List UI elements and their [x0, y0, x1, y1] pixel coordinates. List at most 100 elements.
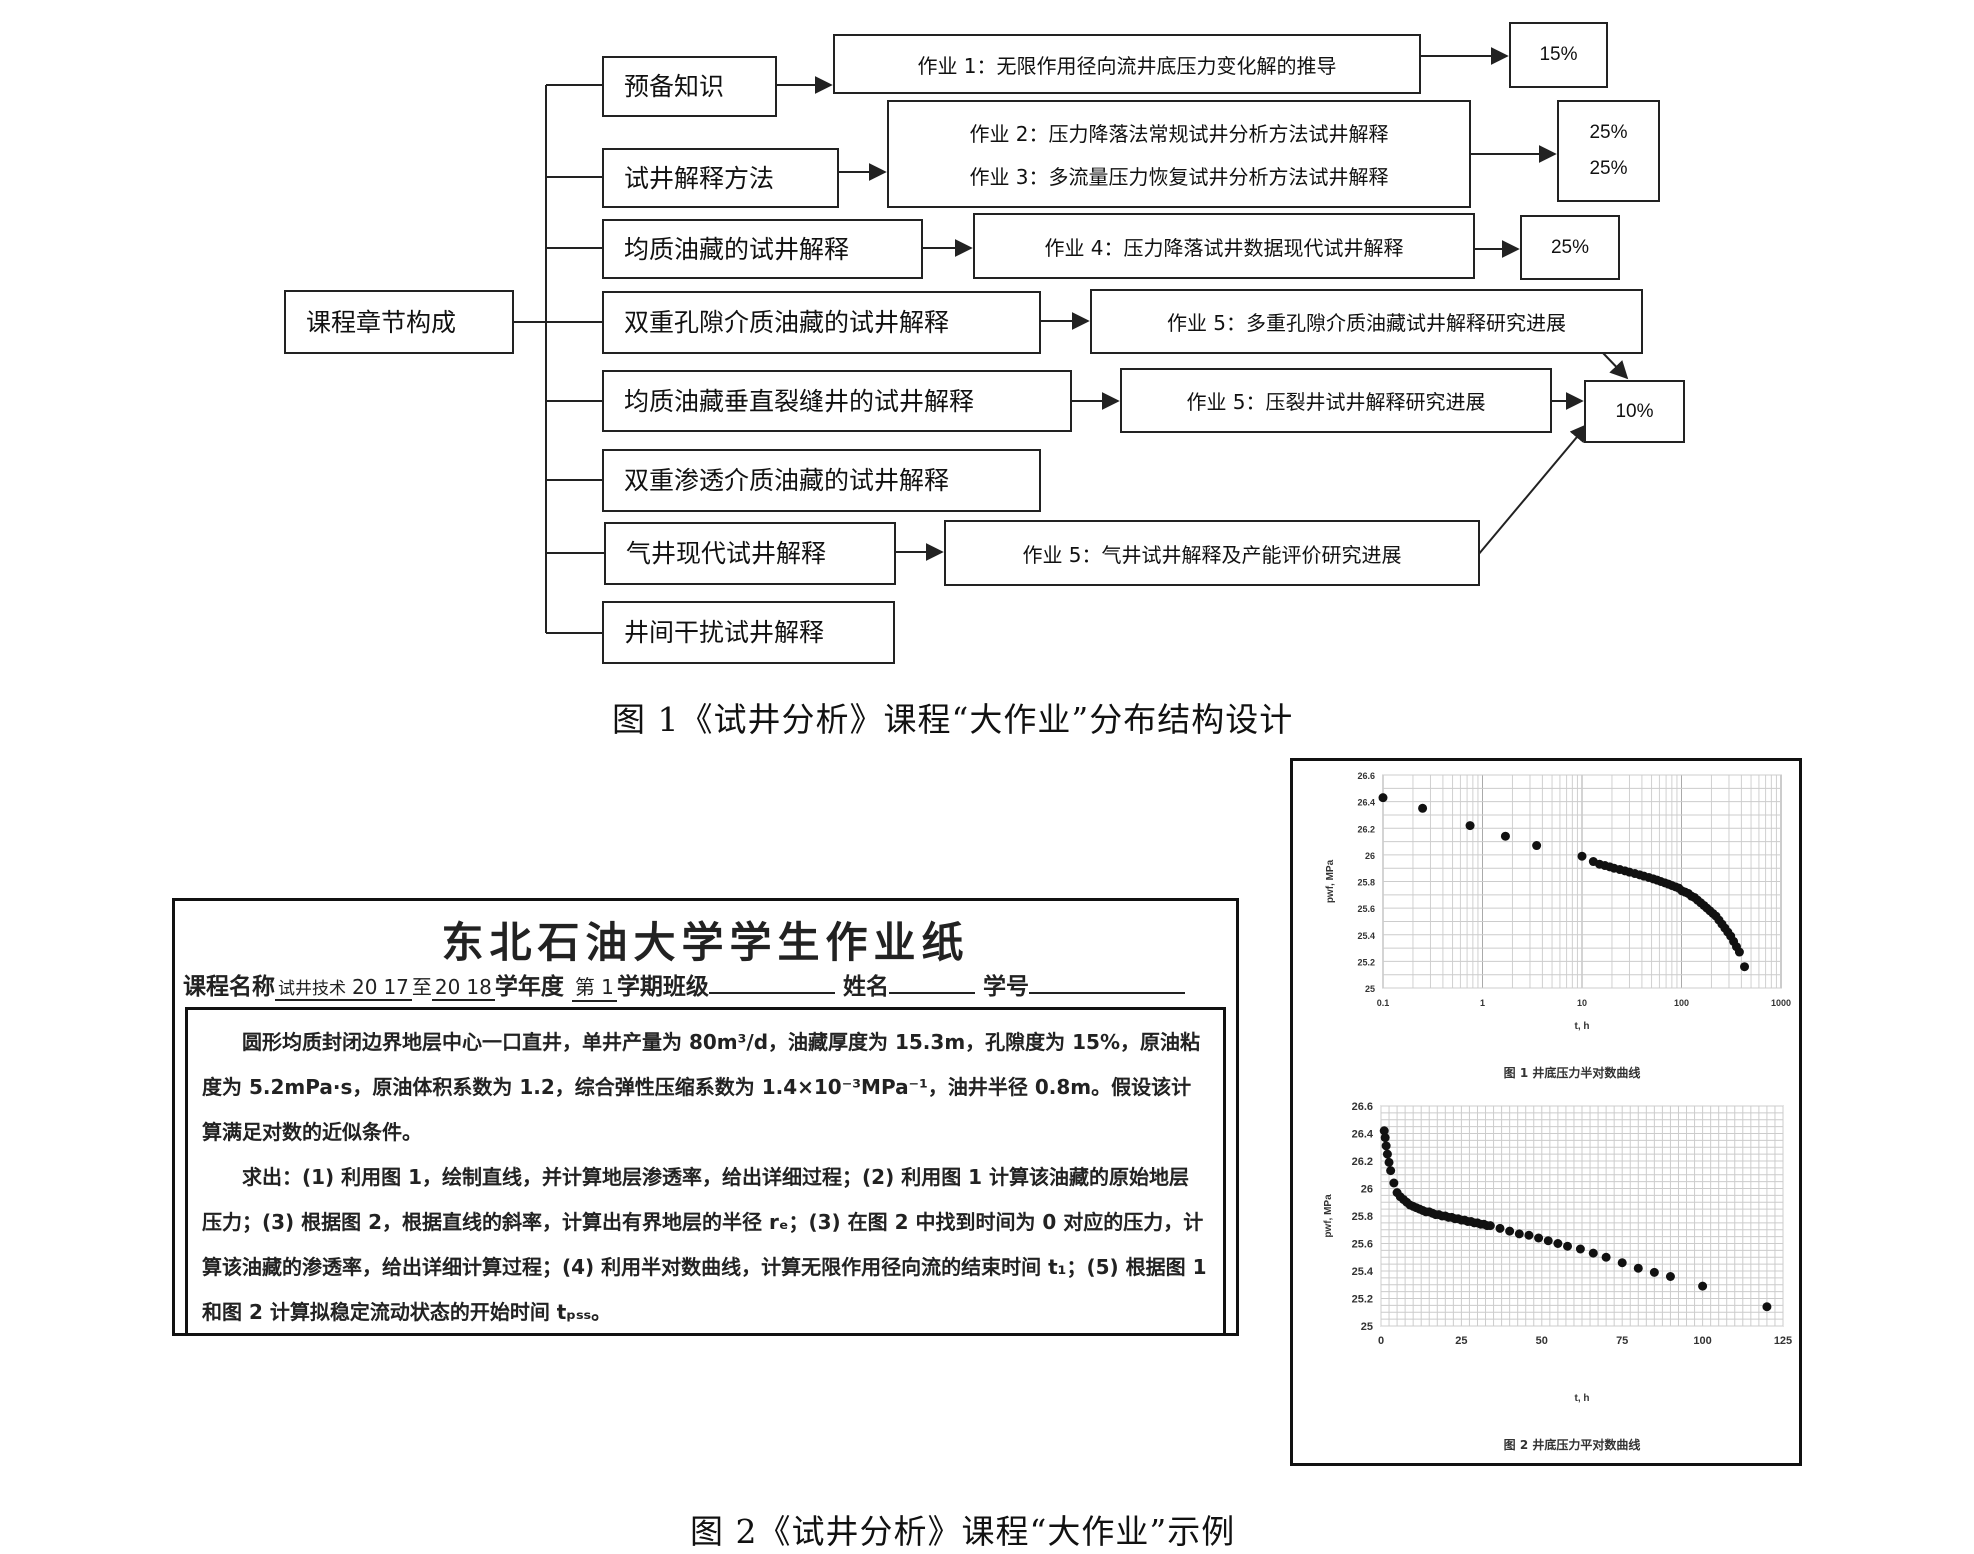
chart-title: 图 1 井底压力半对数曲线	[1504, 1065, 1641, 1080]
data-point	[1382, 1149, 1392, 1159]
chapter-box-4: 双重孔隙介质油藏的试井解释	[602, 291, 1041, 354]
chapter-box-7: 气井现代试井解释	[604, 522, 896, 585]
x-tick-label: 75	[1616, 1335, 1628, 1347]
data-point	[1534, 1233, 1544, 1243]
term-value: 第 1	[571, 971, 617, 1002]
y-tick-label: 25.8	[1352, 1211, 1373, 1223]
y-tick-label: 25.4	[1357, 931, 1375, 941]
chapter-box-6: 双重渗透介质油藏的试井解释	[602, 449, 1041, 512]
data-point	[1577, 851, 1587, 861]
chapter-label: 井间干扰试井解释	[624, 618, 825, 647]
assignment-box-2-3: 作业 2：压力降落法常规试井分析方法试井解释 作业 3：多流量压力恢复试井分析方…	[887, 100, 1471, 208]
data-point	[1495, 1223, 1505, 1233]
data-point	[1380, 1133, 1390, 1143]
chapter-box-8: 井间干扰试井解释	[602, 601, 895, 664]
data-point	[1418, 803, 1428, 813]
data-point	[1532, 841, 1542, 851]
x-tick-label: 1	[1480, 998, 1485, 1008]
weight-box-15: 15%	[1509, 22, 1608, 88]
data-point	[1649, 1267, 1659, 1277]
data-point	[1514, 1229, 1524, 1239]
data-point	[1505, 1226, 1515, 1236]
assignment-label: 作业 5：多重孔隙介质油藏试井解释研究进展	[1166, 311, 1567, 335]
data-point	[1665, 1272, 1675, 1281]
chart-title: 图 2 井底压力平对数曲线	[1504, 1437, 1641, 1452]
term-class-label: 学期班级	[616, 974, 709, 1000]
data-point	[1617, 1258, 1627, 1268]
y-tick-label: 26.4	[1357, 798, 1375, 808]
y-tick-label: 25	[1361, 1321, 1373, 1333]
course-name: 试井技术	[275, 974, 349, 1001]
y-axis-label: pwf, MPa	[1325, 859, 1336, 903]
y-tick-label: 26.6	[1357, 771, 1375, 781]
y-tick-label: 25.6	[1352, 1239, 1373, 1251]
root-box: 课程章节构成	[284, 290, 514, 354]
name-blank	[888, 992, 975, 994]
assignment-label: 作业 5：气井试井解释及产能评价研究进展	[1022, 542, 1402, 567]
chapter-label: 双重渗透介质油藏的试井解释	[624, 466, 950, 495]
root-label: 课程章节构成	[306, 307, 457, 337]
x-axis-label: t, h	[1575, 1021, 1590, 1032]
assignment-label: 作业 5：压裂井试井解释研究进展	[1186, 390, 1486, 414]
assignment-box-5c: 作业 5：气井试井解释及产能评价研究进展	[944, 520, 1480, 586]
question-paragraph-2: 求出：(1) 利用图 1，绘制直线，并计算地层渗透率，给出详细过程；(2) 利用…	[202, 1165, 1207, 1324]
data-point	[1698, 1281, 1708, 1291]
y-tick-label: 25.6	[1357, 904, 1375, 914]
assignment-box-5b: 作业 5：压裂井试井解释研究进展	[1120, 368, 1552, 433]
year-prefix-2: 20	[431, 975, 464, 1001]
y-tick-label: 26.2	[1357, 824, 1375, 834]
y-tick-label: 25.8	[1357, 878, 1375, 888]
weight-label: 25%	[1589, 158, 1628, 179]
assignment-label: 作业 1：无限作用径向流井底压力变化解的推导	[917, 53, 1337, 78]
data-point	[1500, 831, 1510, 841]
y-axis-label: pwf, MPa	[1323, 1194, 1334, 1238]
y-tick-label: 26	[1361, 1184, 1373, 1196]
y-tick-label: 25	[1365, 984, 1375, 994]
x-tick-label: 0	[1378, 1335, 1384, 1347]
class-blank	[708, 992, 835, 994]
data-point	[1465, 821, 1475, 831]
data-point	[1563, 1241, 1573, 1251]
data-point	[1378, 793, 1388, 803]
y-tick-label: 25.4	[1352, 1266, 1374, 1278]
chapter-label: 气井现代试井解释	[626, 539, 827, 568]
weight-box-25-25: 25% 25%	[1557, 100, 1660, 202]
weight-label: 25%	[1589, 122, 1628, 143]
chapter-box-1: 预备知识	[602, 56, 777, 117]
x-axis-label: t, h	[1575, 1393, 1590, 1404]
data-point	[1389, 1178, 1399, 1188]
sheet-question-body: 圆形均质封闭边界地层中心一口直井，单井产量为 80m³/d，油藏厚度为 15.3…	[185, 1007, 1226, 1336]
data-point	[1553, 1239, 1563, 1248]
y-tick-label: 26	[1365, 851, 1375, 861]
data-point	[1381, 1141, 1391, 1151]
id-label: 学号	[982, 974, 1029, 1000]
data-point	[1762, 1302, 1772, 1312]
assignment-box-5a: 作业 5：多重孔隙介质油藏试井解释研究进展	[1090, 289, 1643, 354]
x-tick-label: 125	[1774, 1335, 1792, 1347]
data-point	[1524, 1230, 1534, 1240]
year-2: 18	[463, 975, 495, 1001]
data-point	[1575, 1244, 1585, 1254]
data-point	[1601, 1252, 1611, 1262]
y-tick-label: 25.2	[1352, 1294, 1373, 1306]
weight-box-25: 25%	[1520, 215, 1620, 280]
chapter-box-3: 均质油藏的试井解释	[602, 219, 923, 279]
x-tick-label: 25	[1455, 1335, 1467, 1347]
assignment-label: 作业 4：压力降落试井数据现代试井解释	[1044, 235, 1404, 260]
figure1-caption: 图 1《试井分析》课程“大作业”分布结构设计	[612, 700, 1294, 739]
chapter-box-5: 均质油藏垂直裂缝井的试井解释	[602, 370, 1072, 432]
x-tick-label: 100	[1693, 1335, 1711, 1347]
structure-diagram-connectors	[512, 47, 1629, 634]
assignment-label: 作业 2：压力降落法常规试井分析方法试井解释	[969, 122, 1389, 146]
sheet-title: 东北石油大学学生作业纸	[441, 918, 970, 967]
question-paragraph-1: 圆形均质封闭边界地层中心一口直井，单井产量为 80m³/d，油藏厚度为 15.3…	[202, 1030, 1200, 1144]
assignment-box-4: 作业 4：压力降落试井数据现代试井解释	[973, 213, 1475, 279]
data-point	[1734, 947, 1744, 957]
data-point	[1386, 1166, 1396, 1176]
chapter-label: 试井解释方法	[624, 163, 775, 193]
x-tick-label: 1000	[1771, 998, 1791, 1008]
data-point	[1633, 1263, 1643, 1273]
